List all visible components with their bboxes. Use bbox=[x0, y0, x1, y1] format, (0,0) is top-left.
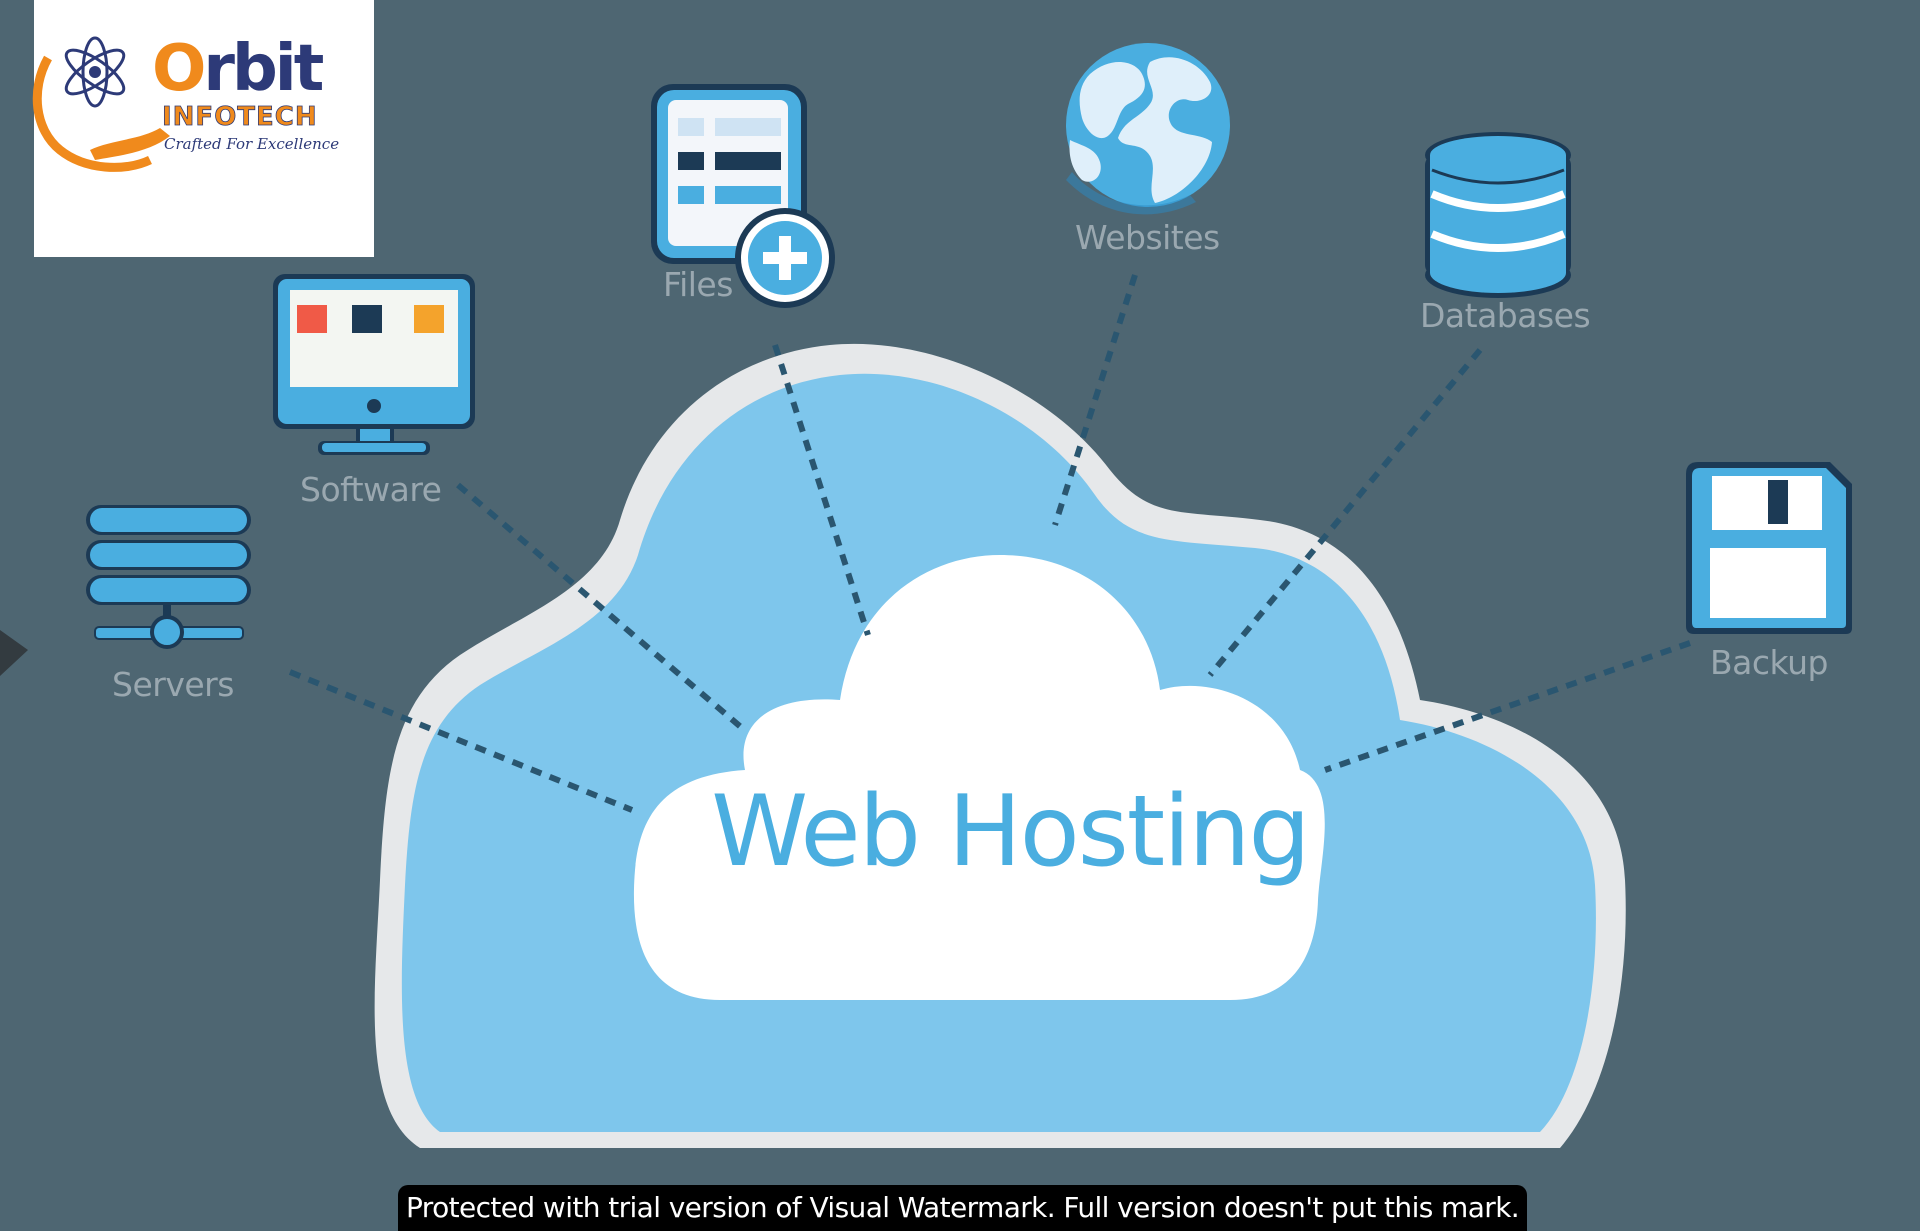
software-label: Software bbox=[300, 470, 442, 509]
watermark-banner: Protected with trial version of Visual W… bbox=[398, 1185, 1528, 1231]
orbit-infotech-logo: Orbit INFOTECH Crafted For Excellence bbox=[34, 0, 374, 257]
files-label: Files bbox=[663, 265, 733, 304]
inner-cloud bbox=[633, 555, 1325, 1000]
servers-icon bbox=[86, 505, 251, 649]
backup-label: Backup bbox=[1710, 643, 1828, 682]
left-arrow-icon bbox=[0, 630, 28, 676]
floppy-disk-icon bbox=[1686, 462, 1852, 634]
monitor-icon bbox=[273, 274, 475, 455]
servers-label: Servers bbox=[112, 665, 234, 704]
svg-text:INFOTECH: INFOTECH bbox=[162, 102, 318, 132]
databases-label: Databases bbox=[1420, 296, 1591, 335]
websites-label: Websites bbox=[1075, 218, 1220, 257]
globe-icon bbox=[1066, 43, 1230, 215]
files-icon bbox=[651, 84, 835, 308]
logo-art: Orbit INFOTECH Crafted For Excellence bbox=[34, 32, 339, 172]
web-hosting-title: Web Hosting bbox=[711, 775, 1311, 889]
svg-text:Crafted For Excellence: Crafted For Excellence bbox=[164, 135, 339, 153]
svg-text:Orbit: Orbit bbox=[152, 32, 324, 106]
database-icon bbox=[1425, 132, 1571, 298]
connector-lines bbox=[288, 274, 1691, 813]
